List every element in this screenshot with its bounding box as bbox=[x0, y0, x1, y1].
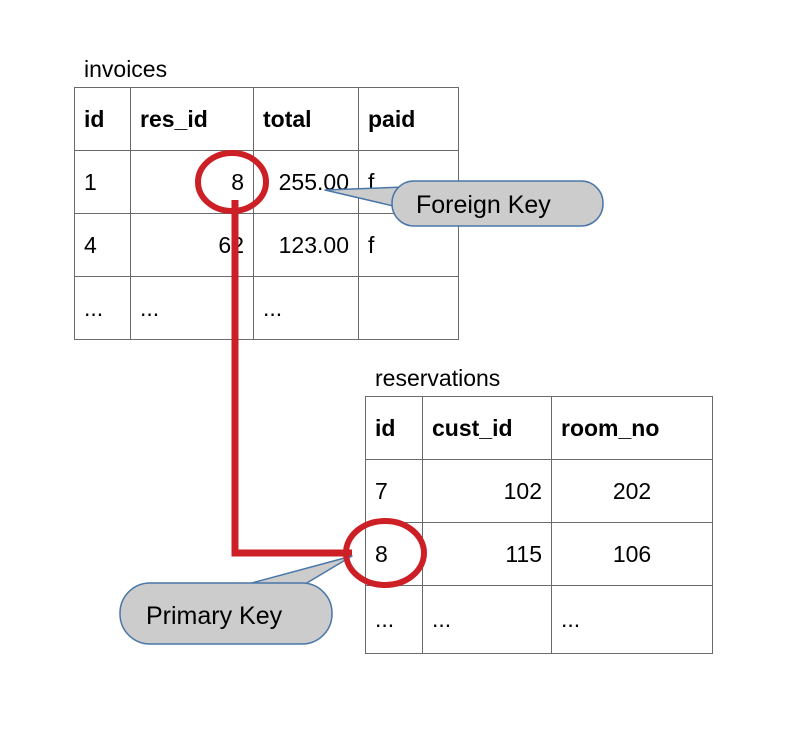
invoices-cell-paid-ellipsis bbox=[358, 276, 459, 340]
reservations-table-row-ellipsis: ... ... ... bbox=[365, 585, 713, 654]
reservations-col-header-id: id bbox=[365, 396, 423, 460]
reservations-col-header-cust-id: cust_id bbox=[422, 396, 552, 460]
invoices-cell-total-ellipsis: ... bbox=[253, 276, 359, 340]
invoices-cell-res-id: 62 bbox=[130, 213, 254, 277]
invoices-cell-paid: f bbox=[358, 150, 459, 214]
reservations-cell-id-ellipsis: ... bbox=[365, 585, 423, 654]
invoices-table: id res_id total paid 1 8 255.00 f 4 62 1… bbox=[74, 87, 459, 340]
invoices-col-header-id: id bbox=[74, 87, 131, 151]
reservations-cell-room-no: 202 bbox=[551, 459, 713, 523]
reservations-cell-cust-id: 115 bbox=[422, 522, 552, 586]
invoices-cell-id: 4 bbox=[74, 213, 131, 277]
invoices-cell-paid: f bbox=[358, 213, 459, 277]
invoices-cell-total: 123.00 bbox=[253, 213, 359, 277]
invoices-col-header-total: total bbox=[253, 87, 359, 151]
reservations-cell-id-primary-key: 8 bbox=[365, 522, 423, 586]
primary-key-callout-label: Primary Key bbox=[146, 602, 283, 630]
reservations-cell-room-no-ellipsis: ... bbox=[551, 585, 713, 654]
invoices-table-row-ellipsis: ... ... ... bbox=[74, 276, 459, 340]
invoices-table-caption: invoices bbox=[84, 56, 168, 82]
reservations-table-row: 8 115 106 bbox=[365, 522, 713, 586]
reservations-header-row: id cust_id room_no bbox=[365, 396, 713, 460]
invoices-col-header-res-id: res_id bbox=[130, 87, 254, 151]
reservations-cell-room-no: 106 bbox=[551, 522, 713, 586]
invoices-cell-res-id-ellipsis: ... bbox=[130, 276, 254, 340]
invoices-cell-id-ellipsis: ... bbox=[74, 276, 131, 340]
invoices-table-row: 1 8 255.00 f bbox=[74, 150, 459, 214]
invoices-header-row: id res_id total paid bbox=[74, 87, 459, 151]
reservations-cell-cust-id-ellipsis: ... bbox=[422, 585, 552, 654]
invoices-cell-id: 1 bbox=[74, 150, 131, 214]
reservations-col-header-room-no: room_no bbox=[551, 396, 713, 460]
primary-key-callout-bubble bbox=[119, 582, 333, 645]
reservations-table: id cust_id room_no 7 102 202 8 115 106 .… bbox=[365, 396, 713, 654]
invoices-col-header-paid: paid bbox=[358, 87, 459, 151]
reservations-cell-cust-id: 102 bbox=[422, 459, 552, 523]
reservations-table-caption: reservations bbox=[375, 365, 501, 391]
invoices-cell-res-id-foreign-key: 8 bbox=[130, 150, 254, 214]
reservations-cell-id: 7 bbox=[365, 459, 423, 523]
invoices-table-row: 4 62 123.00 f bbox=[74, 213, 459, 277]
reservations-table-row: 7 102 202 bbox=[365, 459, 713, 523]
primary-key-callout: Primary Key bbox=[119, 555, 353, 645]
primary-key-callout-tail bbox=[221, 555, 353, 597]
invoices-cell-total: 255.00 bbox=[253, 150, 359, 214]
